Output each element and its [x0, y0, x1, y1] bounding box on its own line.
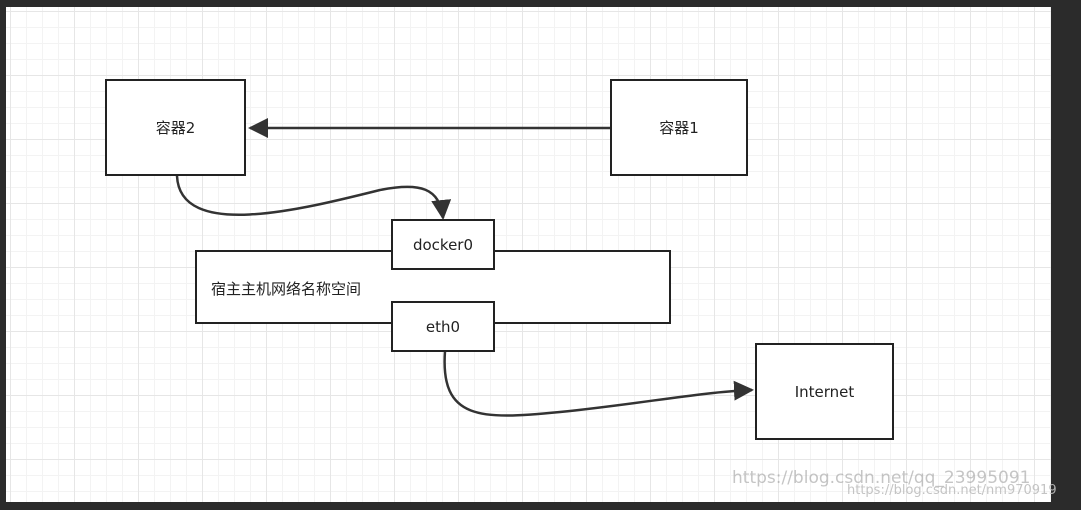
watermark-secondary: https://blog.csdn.net/nm970919 [847, 483, 1057, 498]
node-container1: 容器1 [610, 79, 748, 176]
node-internet: Internet [755, 343, 894, 440]
node-docker0-label: docker0 [412, 235, 474, 254]
edge-eth0-to-internet [443, 350, 754, 417]
watermark-primary: https://blog.csdn.net/qq_23995091 [732, 468, 1031, 488]
node-internet-label: Internet [794, 382, 855, 401]
node-eth0: eth0 [391, 301, 495, 352]
node-container2: 容器2 [105, 79, 246, 176]
node-container1-label: 容器1 [659, 119, 699, 137]
node-docker0: docker0 [391, 219, 495, 270]
host-namespace-label: 宿主主机网络名称空间 [211, 280, 362, 298]
node-eth0-label: eth0 [425, 317, 461, 336]
edge-container2-to-docker0 [175, 175, 452, 220]
node-container2-label: 容器2 [155, 119, 196, 137]
